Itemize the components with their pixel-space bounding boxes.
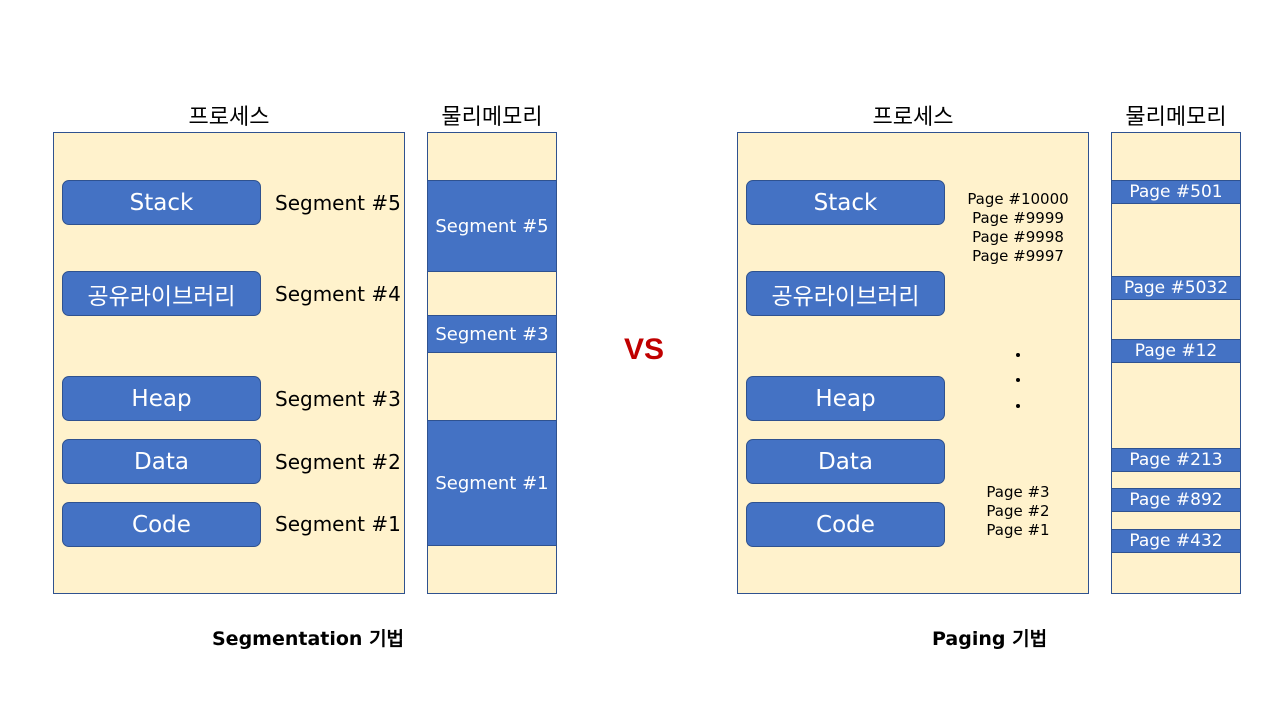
paging-process-header: 프로세스 bbox=[872, 105, 954, 130]
segment-label-4: Segment #4 bbox=[275, 282, 401, 306]
seg-memory-block-5: Segment #5 bbox=[427, 180, 557, 272]
page-label-3: Page #3 bbox=[986, 483, 1050, 501]
memory-page-5032: Page #5032 bbox=[1111, 276, 1241, 300]
paging-area-heap: Heap bbox=[746, 376, 945, 421]
vs-label: VS bbox=[624, 333, 665, 366]
ellipsis-dot bbox=[1016, 353, 1020, 357]
page-label-2: Page #2 bbox=[986, 502, 1050, 520]
page-label-9998: Page #9998 bbox=[972, 228, 1064, 246]
seg-caption: Segmentation 기법 bbox=[212, 628, 405, 650]
paging-caption: Paging 기법 bbox=[932, 628, 1048, 650]
seg-area-data: Data bbox=[62, 439, 261, 484]
ellipsis-dot bbox=[1016, 378, 1020, 382]
seg-area-shared-library: 공유라이브러리 bbox=[62, 271, 261, 316]
seg-memory-block-1: Segment #1 bbox=[427, 420, 557, 546]
page-label-10000: Page #10000 bbox=[967, 190, 1069, 208]
paging-area-code: Code bbox=[746, 502, 945, 547]
seg-process-header: 프로세스 bbox=[188, 105, 270, 130]
paging-area-stack: Stack bbox=[746, 180, 945, 225]
page-label-9997: Page #9997 bbox=[972, 247, 1064, 265]
segment-label-2: Segment #2 bbox=[275, 450, 401, 474]
memory-page-501: Page #501 bbox=[1111, 180, 1241, 204]
page-label-1: Page #1 bbox=[986, 521, 1050, 539]
paging-memory-box bbox=[1111, 132, 1241, 594]
paging-area-data: Data bbox=[746, 439, 945, 484]
segment-label-3: Segment #3 bbox=[275, 387, 401, 411]
seg-memory-block-3: Segment #3 bbox=[427, 315, 557, 353]
segment-label-5: Segment #5 bbox=[275, 191, 401, 215]
seg-area-heap: Heap bbox=[62, 376, 261, 421]
seg-memory-header: 물리메모리 bbox=[441, 105, 543, 130]
memory-page-213: Page #213 bbox=[1111, 448, 1241, 472]
segment-label-1: Segment #1 bbox=[275, 512, 401, 536]
ellipsis-dot bbox=[1016, 404, 1020, 408]
paging-memory-header: 물리메모리 bbox=[1125, 105, 1227, 130]
memory-page-432: Page #432 bbox=[1111, 529, 1241, 553]
page-list-top: Page #10000 Page #9999 Page #9998 Page #… bbox=[958, 190, 1078, 266]
paging-area-shared-library: 공유라이브러리 bbox=[746, 271, 945, 316]
seg-area-stack: Stack bbox=[62, 180, 261, 225]
page-list-bottom: Page #3 Page #2 Page #1 bbox=[958, 483, 1078, 540]
page-label-9999: Page #9999 bbox=[972, 209, 1064, 227]
memory-page-12: Page #12 bbox=[1111, 339, 1241, 363]
memory-page-892: Page #892 bbox=[1111, 488, 1241, 512]
seg-area-code: Code bbox=[62, 502, 261, 547]
